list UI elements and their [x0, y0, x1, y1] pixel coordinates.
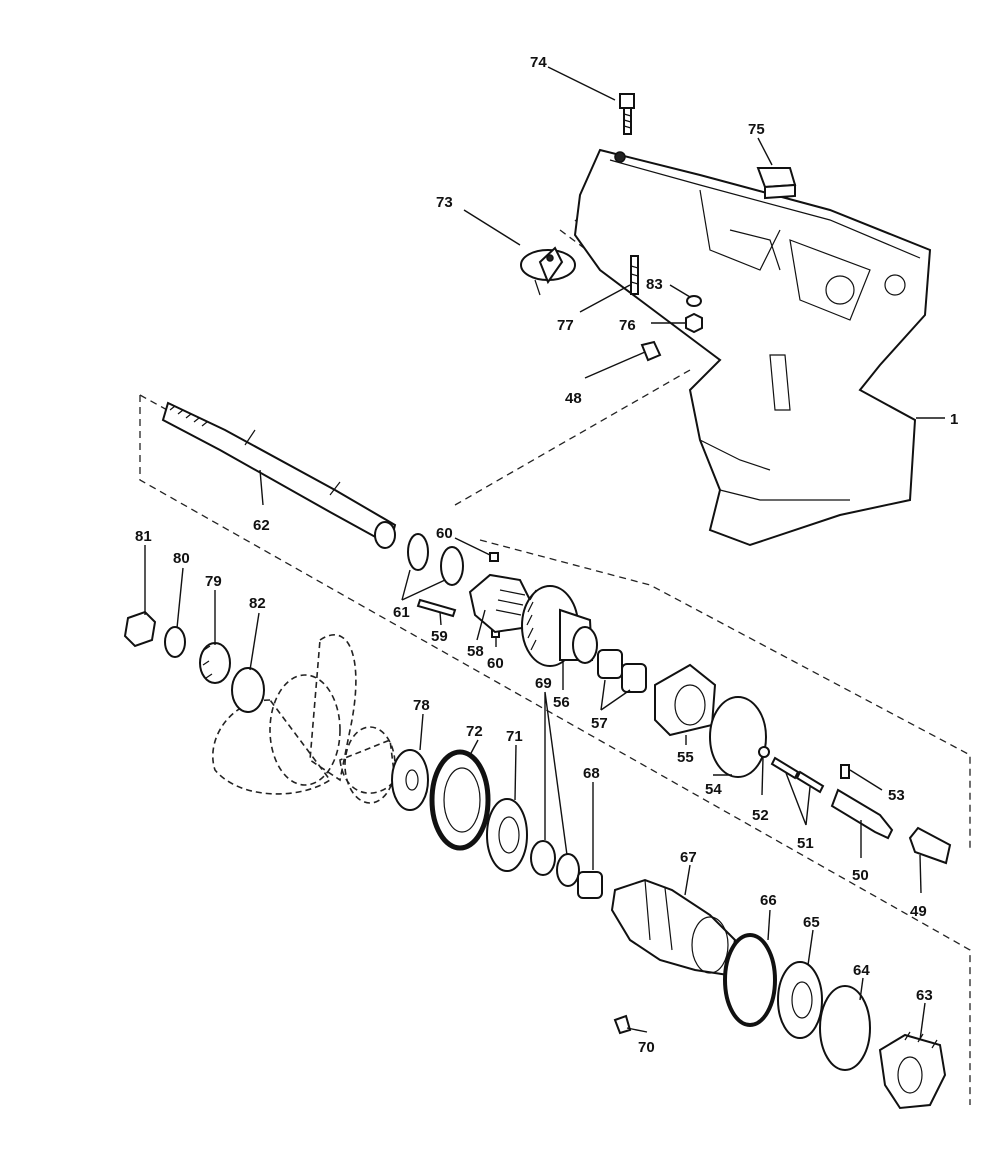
callout-60b: 60: [487, 655, 504, 672]
callout-49: 49: [910, 903, 927, 920]
callout-82: 82: [249, 595, 266, 612]
propeller-outline: [212, 634, 396, 804]
roller-bearings: [597, 649, 647, 693]
callout-63: 63: [916, 987, 933, 1004]
callout-62: 62: [253, 517, 270, 534]
callout-50: 50: [852, 867, 869, 884]
callout-53: 53: [888, 787, 905, 804]
o-ring-54: [709, 696, 767, 778]
prop-nut-hardware: [123, 610, 429, 811]
callout-75: 75: [748, 121, 765, 138]
callout-48: 48: [565, 390, 582, 407]
bearing-carrier: [610, 878, 737, 1035]
callout-58: 58: [467, 643, 484, 660]
callout-76: 76: [619, 317, 636, 334]
callout-73: 73: [436, 194, 453, 211]
bolt-74: [619, 93, 635, 135]
callout-56: 56: [553, 694, 570, 711]
retaining-rings: [407, 533, 464, 586]
callout-54: 54: [705, 781, 722, 798]
clutch-assembly: [416, 552, 532, 638]
callout-68: 68: [583, 765, 600, 782]
tapered-bearing: [654, 663, 717, 737]
callout-78: 78: [413, 697, 430, 714]
reverse-gear-stack: [723, 933, 947, 1110]
callout-71: 71: [506, 728, 523, 745]
clip-75: [756, 167, 797, 200]
callout-65: 65: [803, 914, 820, 931]
callout-60a: 60: [436, 525, 453, 542]
forward-gear: [521, 585, 598, 667]
callout-77: 77: [557, 317, 574, 334]
callout-51: 51: [797, 835, 814, 852]
small-hardware: [630, 255, 703, 362]
callout-55: 55: [677, 749, 694, 766]
callout-83: 83: [646, 276, 663, 293]
gear-housing: [573, 148, 932, 547]
callout-57: 57: [591, 715, 608, 732]
callout-66: 66: [760, 892, 777, 909]
callout-67: 67: [680, 849, 697, 866]
callout-69: 69: [535, 675, 552, 692]
callout-70: 70: [638, 1039, 655, 1056]
anode-trim-tab: [520, 246, 576, 296]
callout-64: 64: [853, 962, 870, 979]
callout-72: 72: [466, 723, 483, 740]
callout-79: 79: [205, 573, 222, 590]
shift-components: [758, 746, 952, 865]
callout-52: 52: [752, 807, 769, 824]
callout-59: 59: [431, 628, 448, 645]
thrust-bearing-washer: [429, 749, 528, 872]
callout-74: 74: [530, 54, 547, 71]
leader-lines: [144, 66, 945, 1041]
callout-61: 61: [393, 604, 410, 621]
bearings-69-68: [530, 840, 603, 899]
callout-81: 81: [135, 528, 152, 545]
callout-80: 80: [173, 550, 190, 567]
callout-labels: 1 48 49 50 51 52 53 54 55 56 57 58 59 60…: [135, 54, 958, 1056]
propeller-shaft: [161, 401, 397, 549]
callout-1: 1: [950, 411, 958, 428]
